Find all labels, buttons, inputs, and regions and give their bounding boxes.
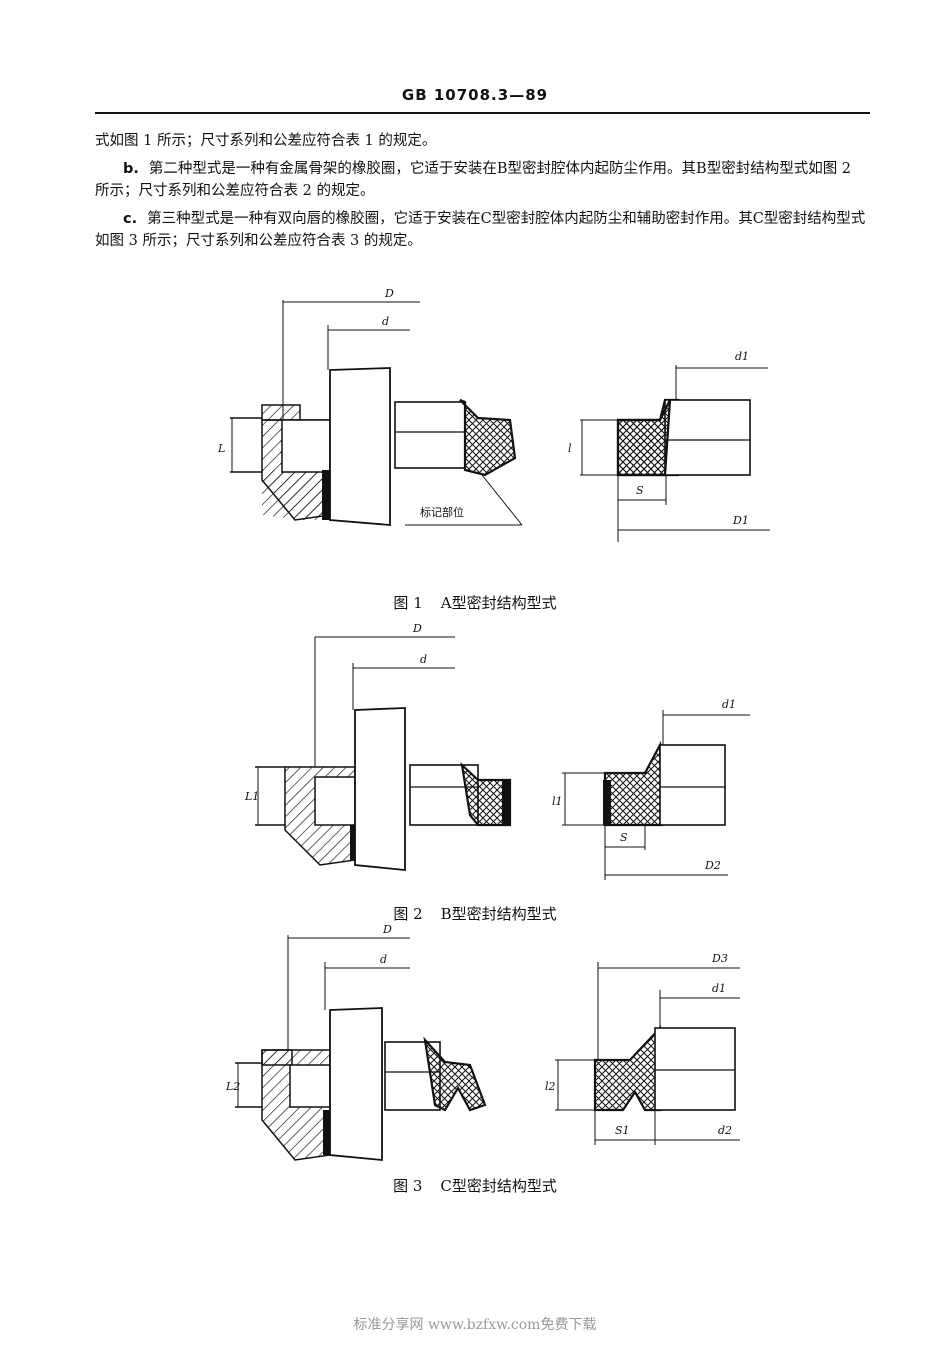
dim-L2: L2 [225, 1080, 240, 1093]
dim-d2: d2 [718, 1124, 732, 1137]
dim-d1: d1 [735, 350, 749, 363]
figure-title: A型密封结构型式 [440, 594, 557, 612]
paragraph-text: 第三种型式是一种有双向唇的橡胶圈，它适于安装在C型密封腔体内起防尘和辅助密封作用… [95, 211, 866, 249]
dim-d: d [380, 953, 387, 966]
dim-S1: S1 [615, 1124, 630, 1137]
figure-number: 图 3 [393, 1177, 423, 1195]
figure-3-caption: 图 3 C型密封结构型式 [0, 1175, 950, 1196]
figure-2-caption: 图 2 B型密封结构型式 [0, 903, 950, 924]
dim-S: S [620, 831, 628, 844]
dim-l1: l1 [552, 795, 563, 808]
paragraph-b: b.第二种型式是一种有金属骨架的橡胶圈，它适于安装在B型密封腔体内起防尘作用。其… [95, 158, 870, 202]
paragraph-text: 第二种型式是一种有金属骨架的橡胶圈，它适于安装在B型密封腔体内起防尘作用。其B型… [95, 161, 852, 199]
dim-L: L [217, 442, 225, 455]
dim-l: l [568, 442, 572, 455]
dim-d: d [382, 315, 389, 328]
dim-l2: l2 [545, 1080, 556, 1093]
figure-title: C型密封结构型式 [440, 1177, 557, 1195]
page-header: GB 10708.3—89 [401, 86, 549, 104]
dim-D2: D2 [704, 859, 721, 872]
dim-D1: D1 [732, 514, 749, 527]
paragraph-label: b. [123, 161, 139, 177]
dim-D: D [384, 287, 394, 300]
dim-D: D [412, 622, 422, 635]
dim-d: d [420, 653, 427, 666]
header-rule [95, 112, 870, 114]
figure-number: 图 2 [393, 905, 423, 923]
dim-D3: D3 [711, 952, 728, 965]
dim-d1: d1 [722, 698, 736, 711]
figure-1-drawing: D d L 标记部位 d1 l S D1 [217, 287, 770, 542]
dim-S: S [636, 484, 644, 497]
mark-location-label: 标记部位 [420, 505, 464, 519]
footer-watermark: 标准分享网 www.bzfxw.com免费下载 [353, 1317, 597, 1333]
paragraph-c: c.第三种型式是一种有双向唇的橡胶圈，它适于安装在C型密封腔体内起防尘和辅助密封… [95, 208, 870, 252]
paragraph-a-end: 式如图 1 所示；尺寸系列和公差应符合表 1 的规定。 [95, 130, 870, 152]
dim-L1: L1 [244, 790, 259, 803]
figure-2-drawing: D d L1 d1 l1 S D2 [244, 622, 750, 880]
dim-d1: d1 [712, 982, 726, 995]
figure-title: B型密封结构型式 [440, 905, 557, 923]
dim-D: D [382, 923, 392, 936]
figure-1-caption: 图 1 A型密封结构型式 [0, 592, 950, 613]
paragraph-text: 式如图 1 所示；尺寸系列和公差应符合表 1 的规定。 [95, 133, 437, 149]
figure-number: 图 1 [393, 594, 423, 612]
paragraph-label: c. [123, 211, 138, 227]
figure-3-drawing: D d L2 D3 d1 l2 S1 d2 [225, 923, 740, 1161]
